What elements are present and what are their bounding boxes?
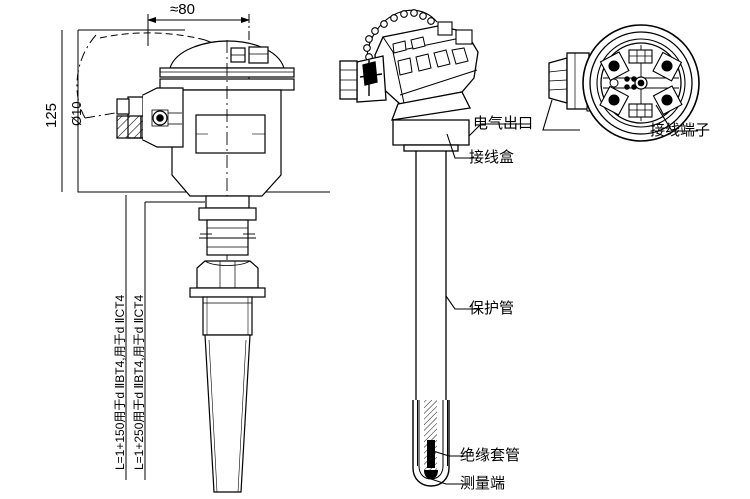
terminal-screw-top — [628, 49, 653, 64]
note-line-2: L=1+250用于d ⅡBT4,用于d ⅡCT4 — [132, 294, 146, 470]
leader-junction-box — [446, 133, 478, 159]
cable-entry-gland — [116, 87, 184, 148]
right-view-group — [548, 24, 700, 142]
dimension-label-bore: Ø10 — [69, 101, 84, 126]
note-line-1: L=1+150用于d ⅡBT4,用于d ⅡCT4 — [113, 294, 127, 470]
leader-measuring-end — [430, 478, 469, 485]
terminal-screw-bottom — [628, 103, 653, 118]
left-view-group — [61, 14, 330, 493]
head-cap-assembly — [169, 40, 285, 69]
protection-tube-middle — [415, 151, 447, 400]
safety-chain-middle — [363, 9, 438, 63]
terminal-screw-bottom-left — [599, 85, 630, 116]
callout-insulating-sleeve: 绝缘套管 — [460, 447, 521, 464]
callout-measuring-end: 测量端 — [460, 475, 506, 492]
process-connection-hex — [189, 260, 266, 298]
callout-junction-box: 接线盒 — [469, 149, 515, 166]
bore-leader-arc — [76, 34, 116, 119]
callout-leaders — [430, 99, 698, 485]
leader-left-gland — [542, 99, 580, 131]
cap-knurl-segments — [392, 36, 469, 76]
probe-collar-left — [202, 296, 253, 336]
cable-entry-middle — [339, 55, 387, 103]
leader-insulating-sleeve — [432, 450, 469, 457]
neck-middle — [403, 144, 459, 152]
probe-tip-middle — [412, 400, 450, 487]
neck-nipple-left — [198, 195, 257, 256]
terminal-screw-bottom-right — [652, 85, 683, 116]
head-housing-middle — [391, 91, 471, 146]
head-housing-body — [171, 89, 282, 197]
dimension-label-height: 125 — [43, 102, 60, 128]
leader-terminal-block — [655, 104, 698, 132]
callout-electrical-outlet: 电气出口 — [473, 115, 534, 132]
terminal-screw-top-left — [599, 51, 630, 82]
leader-protection-tube — [445, 295, 478, 310]
callout-protection-tube: 保护管 — [469, 300, 515, 317]
leader-electrical-outlet — [468, 123, 531, 137]
dimension-label-width: ≈80 — [170, 1, 195, 18]
terminal-screw-top-right — [652, 51, 683, 82]
terminal-screw-blocks — [599, 49, 683, 118]
note-extension-lines — [78, 191, 205, 480]
tapered-protection-tube-left — [204, 334, 251, 493]
callout-terminal-block: 接线端子 — [650, 122, 711, 139]
middle-view-group — [339, 9, 479, 487]
